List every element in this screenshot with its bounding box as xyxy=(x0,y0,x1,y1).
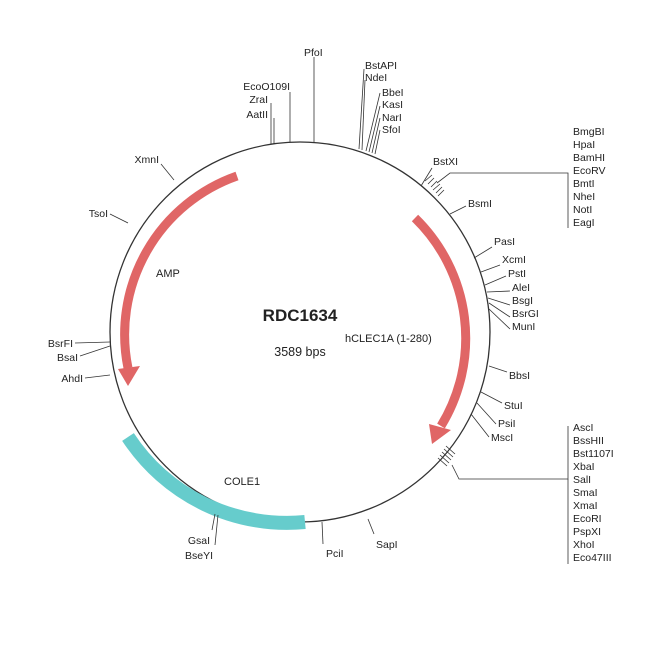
site-label-smai: SmaI xyxy=(573,487,598,499)
plasmid-backbone xyxy=(109,141,491,523)
feature-hclec1a-arc xyxy=(411,214,471,429)
site-label-eco47iii: Eco47III xyxy=(573,552,612,564)
site-label-bsai: BsaI xyxy=(57,352,78,364)
feature-label-hclec1a: hCLEC1A (1-280) xyxy=(345,333,432,345)
site-label-sapi: SapI xyxy=(376,539,398,551)
site-label-bsmi: BsmI xyxy=(468,198,492,210)
site-label-xmai: XmaI xyxy=(573,500,598,512)
site-label-bmgbi: BmgBI xyxy=(573,126,605,138)
site-label-bsshii: BssHII xyxy=(573,435,604,447)
site-label-bst1107i: Bst1107I xyxy=(573,448,614,460)
site-label-nari: NarI xyxy=(382,112,402,124)
site-label-ecorv: EcoRV xyxy=(573,165,606,177)
site-label-tsoi: TsoI xyxy=(89,208,108,220)
plasmid-name: RDC1634 xyxy=(263,306,338,325)
feature-label-amp: AMP xyxy=(156,268,180,280)
site-label-aatii: AatII xyxy=(246,109,268,121)
feature-amp-arrowhead xyxy=(118,366,140,386)
site-label-nhei: NheI xyxy=(573,191,595,203)
site-label-xcmi: XcmI xyxy=(502,254,526,266)
site-label-bsrfi: BsrFI xyxy=(48,338,73,350)
site-label-psii: PsiI xyxy=(498,418,516,430)
site-label-bsgi: BsgI xyxy=(512,295,533,307)
site-label-xbai: XbaI xyxy=(573,461,595,473)
site-label-alei: AleI xyxy=(512,282,530,294)
site-label-asci: AscI xyxy=(573,422,593,434)
site-label-msci: MscI xyxy=(491,432,513,444)
site-label-eagi: EagI xyxy=(573,217,595,229)
site-label-bamhi: BamHI xyxy=(573,152,605,164)
site-label-ahdi: AhdI xyxy=(61,373,83,385)
site-label-pcii: PciI xyxy=(326,548,344,560)
site-list-right-bottom: AscI BssHII Bst1107I XbaI SalI SmaI XmaI… xyxy=(573,422,614,564)
site-label-kasi: KasI xyxy=(382,99,403,111)
site-label-bmti: BmtI xyxy=(573,178,595,190)
site-label-stui: StuI xyxy=(504,400,523,412)
site-list-right-top: BmgBI HpaI BamHI EcoRV BmtI NheI NotI Ea… xyxy=(573,126,606,229)
site-label-pspxi: PspXI xyxy=(573,526,601,538)
site-label-xmni: XmnI xyxy=(134,154,159,166)
site-label-gsai: GsaI xyxy=(188,535,210,547)
site-label-ndei: NdeI xyxy=(365,72,387,84)
site-ticks xyxy=(74,57,569,564)
site-label-bstapi: BstAPI xyxy=(365,60,397,72)
site-label-bstxi: BstXI xyxy=(433,156,458,168)
feature-label-cole1: COLE1 xyxy=(224,476,260,488)
site-label-xhoi: XhoI xyxy=(573,539,595,551)
feature-hclec1a-arrowhead xyxy=(429,424,451,444)
site-label-bbsi: BbsI xyxy=(509,370,530,382)
site-label-sali: SalI xyxy=(573,474,591,486)
site-label-noti: NotI xyxy=(573,204,592,216)
feature-amp-arc xyxy=(120,171,239,369)
site-label-sfoi: SfoI xyxy=(382,124,401,136)
site-label-ecori: EcoRI xyxy=(573,513,602,525)
site-label-muni: MunI xyxy=(512,321,535,333)
site-label-hpai: HpaI xyxy=(573,139,595,151)
site-label-ecoo109i: EcoO109I xyxy=(243,81,290,93)
site-label-pasi: PasI xyxy=(494,236,515,248)
site-label-pfoi: PfoI xyxy=(304,47,323,59)
feature-cole1-arc xyxy=(122,433,306,530)
site-label-psti: PstI xyxy=(508,268,526,280)
site-label-bbei: BbeI xyxy=(382,87,404,99)
plasmid-size: 3589 bps xyxy=(274,345,325,359)
site-label-zrai: ZraI xyxy=(249,94,268,106)
site-label-bsrgi: BsrGI xyxy=(512,308,539,320)
site-label-bseyi: BseYI xyxy=(185,550,213,562)
